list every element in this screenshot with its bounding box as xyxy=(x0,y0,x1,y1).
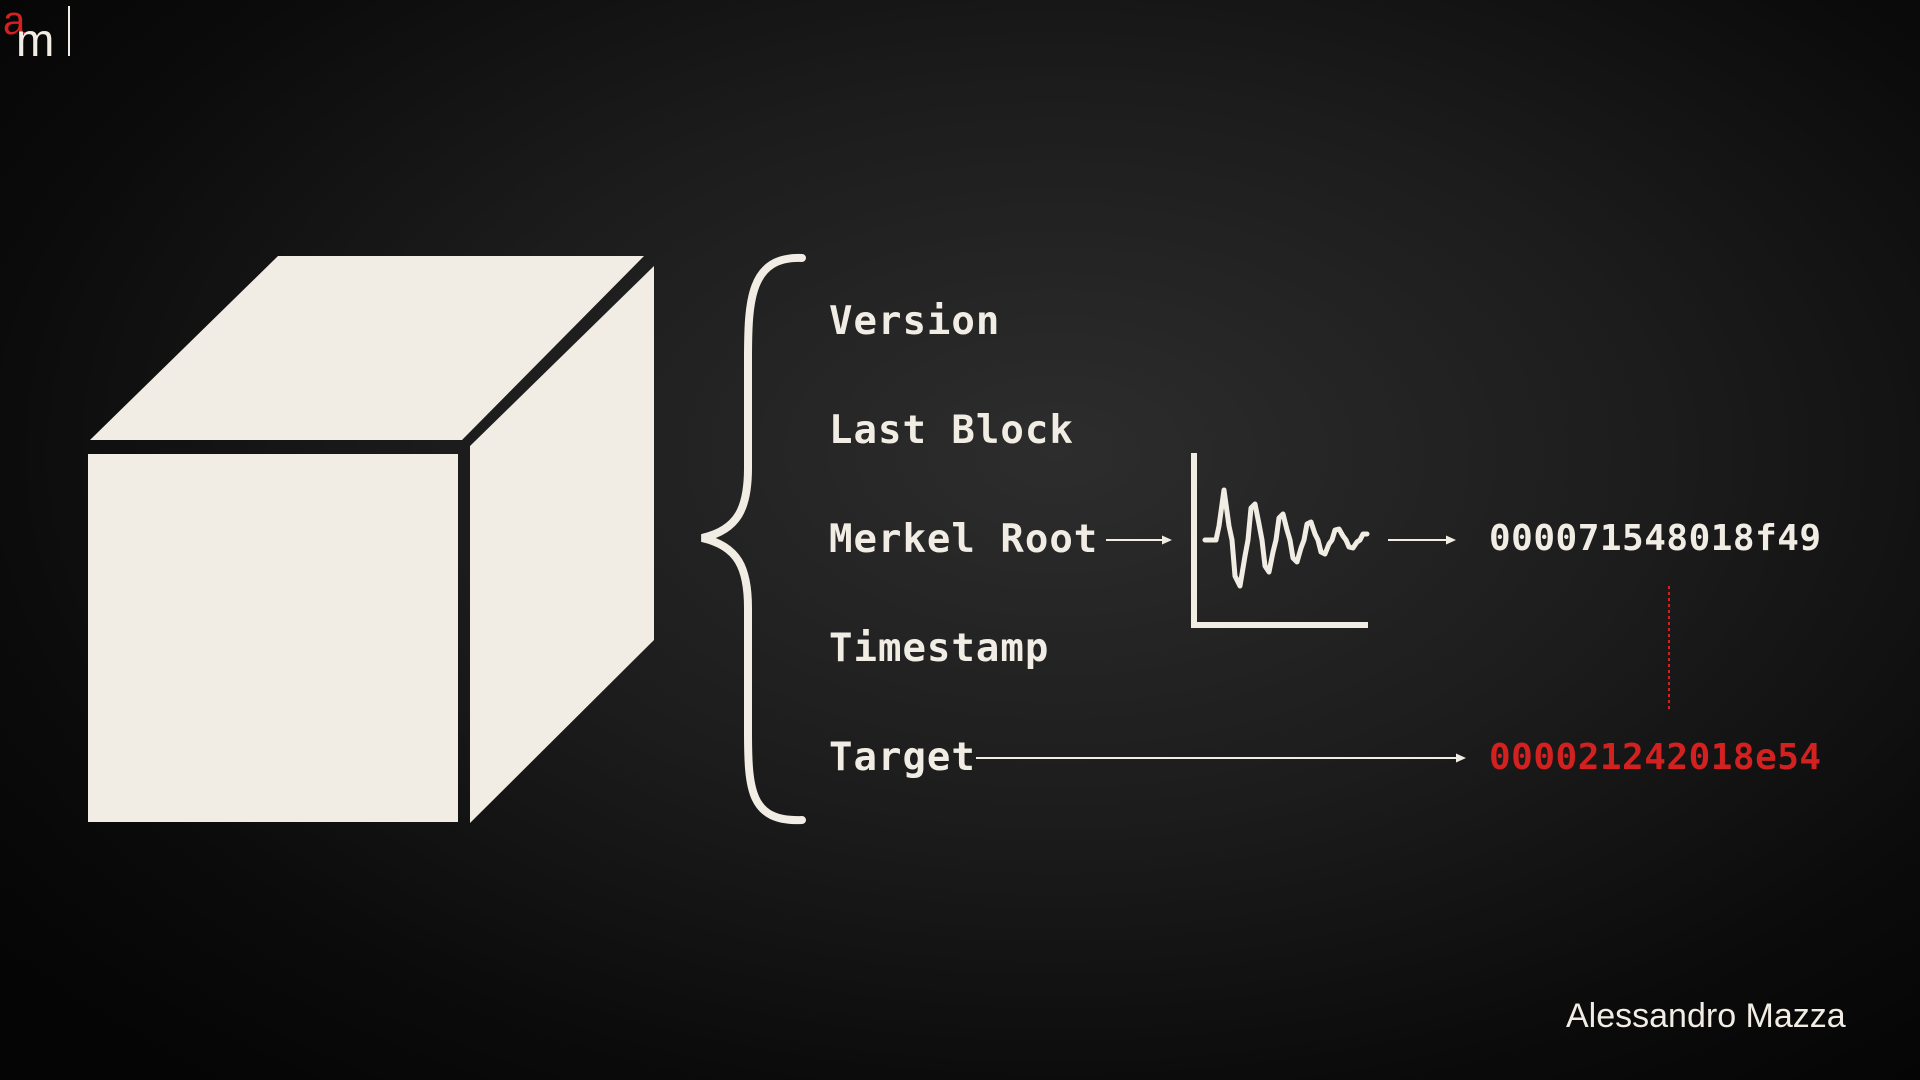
arrow-target-to-target-hash xyxy=(976,753,1466,763)
curly-brace xyxy=(701,253,806,825)
field-target: Target xyxy=(829,735,976,780)
brand-name: Alessandro Mazza xyxy=(1566,997,1846,1035)
target-hash-value: 000021242018e54 xyxy=(1489,737,1822,778)
svg-text:m: m xyxy=(16,14,54,60)
graph-waveform xyxy=(1202,487,1370,589)
brand-logo-text: a xyxy=(3,0,26,43)
cube-top-face xyxy=(90,256,644,440)
field-last-block: Last Block xyxy=(829,408,1074,453)
field-version: Version xyxy=(829,299,1001,344)
graph-axes xyxy=(1191,453,1368,628)
cube-right-face xyxy=(470,266,654,823)
arrow-merkel-to-hash-function xyxy=(1106,535,1172,545)
field-merkel-root: Merkel Root xyxy=(829,517,1099,562)
block-hash-value: 000071548018f49 xyxy=(1489,518,1822,559)
brand-logo: a m xyxy=(3,0,70,60)
field-timestamp: Timestamp xyxy=(829,626,1050,671)
cube-front-face xyxy=(88,454,458,822)
waveform-graph-icon xyxy=(1191,453,1370,628)
cube-icon xyxy=(88,256,654,823)
arrow-hash-function-to-hash xyxy=(1388,535,1456,545)
